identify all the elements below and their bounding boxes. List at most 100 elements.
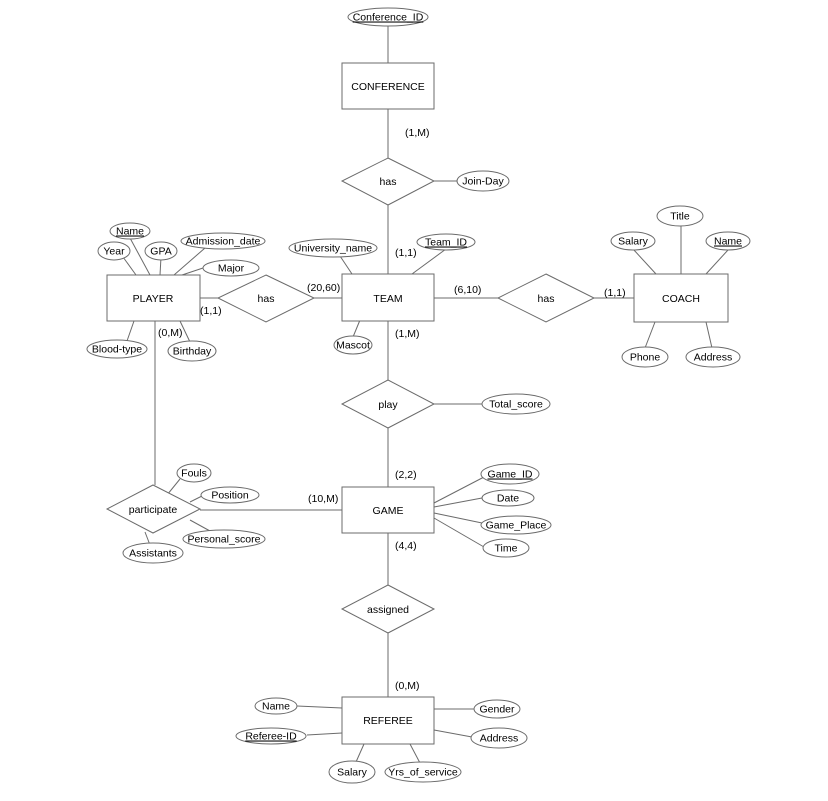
cardinality-conference-has: (1,M) [405,127,430,139]
relationship-play-label: play [378,399,398,411]
attribute-referee-name-label: Name [262,701,290,713]
attribute-coach-address: Address [685,346,741,368]
attribute-mascot: Mascot [333,335,373,355]
attribute-university-name-label: University_name [294,243,372,255]
relationship-team-coach-label: has [538,293,555,305]
attribute-game-id-label: Game_ID [488,469,533,481]
cardinality-game-participate: (10,M) [308,493,338,505]
entity-coach-label: COACH [662,293,700,305]
attribute-personal-score: Personal_score [182,529,266,549]
relationship-assigned: assigned [340,584,436,634]
attribute-gender-label: Gender [479,704,515,716]
entity-referee-label: REFEREE [363,715,413,727]
attribute-player-name-label: Name [116,226,144,238]
attribute-player-admission-date-label: Admission_date [186,236,261,248]
attribute-yrs-of-service: Yrs_of_service [384,761,462,783]
cardinality-player-has: (1,1) [200,305,222,317]
entity-referee: REFEREE [341,696,435,745]
attribute-player-major: Major [202,259,260,277]
attribute-assistants: Assistants [122,542,184,564]
attribute-university-name: University_name [288,238,378,258]
attribute-conference-id: Conference_ID [347,7,429,27]
attribute-referee-address: Address [470,727,528,749]
attribute-game-place: Game_Place [480,515,552,535]
cardinality-labels: (1,M) (1,1) (1,1) (20,60) (6,10) (1,1) (… [158,127,626,692]
entity-conference: CONFERENCE [341,62,435,110]
entity-conference-label: CONFERENCE [351,81,425,93]
attribute-player-name: Name [109,222,151,240]
entity-game-label: GAME [373,505,404,517]
cardinality-team-conference: (1,1) [395,247,417,259]
entity-coach: COACH [633,273,729,323]
attribute-coach-name: Name [705,231,751,251]
attribute-coach-address-label: Address [694,352,733,364]
attribute-referee-salary: Salary [328,760,376,784]
relationship-participate: participate [105,484,202,534]
attribute-position-label: Position [211,490,249,502]
attribute-date: Date [481,489,535,507]
entity-team-label: TEAM [373,293,402,305]
attribute-coach-salary-label: Salary [618,236,649,248]
attribute-total-score: Total_score [481,393,551,415]
attribute-time: Time [482,538,530,558]
attribute-coach-name-label: Name [714,236,742,248]
attribute-referee-address-label: Address [480,733,519,745]
cardinality-referee-assigned: (0,M) [395,680,420,692]
cardinality-team-player: (20,60) [307,282,340,294]
attribute-player-gpa: GPA [144,241,178,261]
cardinality-game-assigned: (4,4) [395,540,417,552]
cardinality-coach-team: (1,1) [604,287,626,299]
attribute-referee-id-label: Referee-ID [245,731,297,743]
attribute-player-admission-date: Admission_date [180,232,266,250]
relationship-player-team-label: has [258,293,275,305]
entity-game: GAME [341,486,435,534]
entity-team: TEAM [341,273,435,322]
attribute-player-major-label: Major [218,263,245,275]
attribute-player-year: Year [97,241,131,261]
attribute-conference-id-label: Conference_ID [353,12,424,24]
relationship-assigned-label: assigned [367,604,409,616]
attribute-player-year-label: Year [103,246,125,258]
attribute-coach-phone: Phone [621,346,669,368]
attribute-team-id: Team_ID [416,233,476,251]
attribute-join-day: Join-Day [456,170,510,192]
attribute-team-id-label: Team_ID [425,237,467,249]
relationship-team-coach: has [496,273,596,323]
cardinality-game-play: (2,2) [395,469,417,481]
attribute-personal-score-label: Personal_score [188,534,261,546]
attribute-referee-name: Name [254,697,298,715]
relationship-conference-team-label: has [380,176,397,188]
entity-player: PLAYER [106,274,201,322]
attribute-player-blood-type: Blood-type [86,339,148,359]
relationship-player-team: has [216,274,316,323]
attribute-time-label: Time [495,543,518,555]
cardinality-player-participate: (0,M) [158,327,183,339]
attribute-coach-title: Title [656,205,704,227]
attribute-fouls: Fouls [176,463,212,483]
attribute-fouls-label: Fouls [181,468,207,480]
attribute-date-label: Date [497,493,519,505]
attribute-join-day-label: Join-Day [462,176,504,188]
connector-lines [122,26,729,764]
attribute-total-score-label: Total_score [489,399,543,411]
cardinality-team-coach: (6,10) [454,284,481,296]
relationship-conference-team: has [340,157,436,206]
attribute-player-blood-type-label: Blood-type [92,344,142,356]
relationship-play: play [340,379,436,429]
entity-player-label: PLAYER [133,293,174,305]
attribute-referee-salary-label: Salary [337,767,368,779]
relationship-participate-label: participate [129,504,178,516]
attribute-position: Position [200,486,260,504]
attribute-referee-id: Referee-ID [235,727,307,745]
attribute-coach-phone-label: Phone [630,352,661,364]
attribute-game-place-label: Game_Place [486,520,547,532]
attribute-game-id: Game_ID [480,463,540,485]
attribute-gender: Gender [473,699,521,719]
cardinality-team-play: (1,M) [395,328,420,340]
attribute-mascot-label: Mascot [336,340,370,352]
attribute-player-gpa-label: GPA [150,246,171,258]
attribute-player-birthday: Birthday [167,340,217,362]
attribute-player-birthday-label: Birthday [173,346,212,358]
attribute-assistants-label: Assistants [129,548,177,560]
